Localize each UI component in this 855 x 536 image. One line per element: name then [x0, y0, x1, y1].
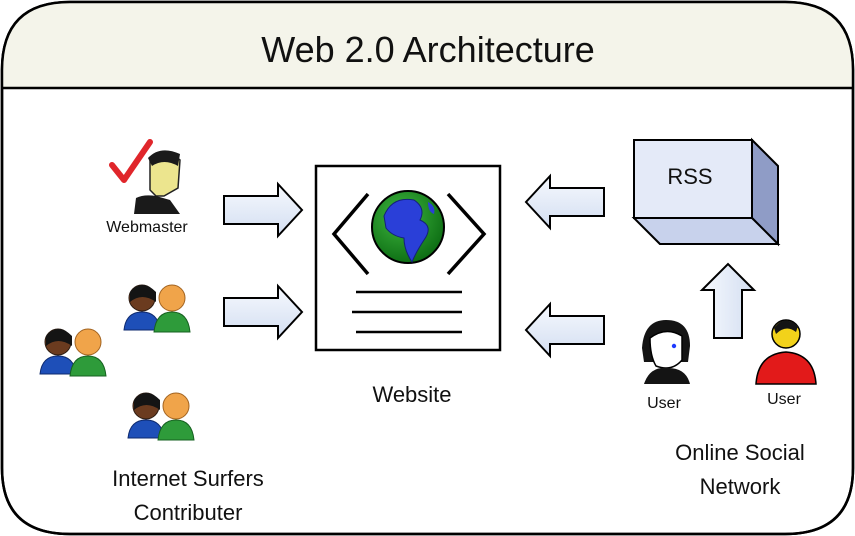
people-group-icon — [123, 284, 191, 333]
arrow-up-icon — [699, 262, 757, 339]
website-label: Website — [372, 382, 451, 407]
arrow-right-icon — [223, 283, 304, 341]
rss-box — [631, 137, 781, 247]
user-icon — [642, 320, 690, 384]
webmaster-icon — [109, 139, 181, 214]
people-group-icon — [39, 328, 107, 377]
webmaster-label: Webmaster — [106, 219, 188, 236]
website-document — [314, 164, 502, 352]
diagram-title: Web 2.0 Architecture — [261, 29, 595, 70]
user-icon — [755, 319, 817, 385]
user-2-label: User — [767, 391, 801, 408]
online-social-label: Online Social — [675, 440, 805, 465]
rss-label: RSS — [667, 164, 712, 189]
user-1-label: User — [647, 395, 681, 412]
internet-surfers-label: Internet Surfers — [112, 466, 264, 491]
arrow-left-icon — [524, 301, 605, 359]
people-group-icon — [127, 392, 195, 441]
network-label: Network — [700, 474, 782, 499]
globe-icon — [371, 190, 445, 264]
contributer-label: Contributer — [134, 500, 243, 525]
arrow-right-icon — [223, 181, 304, 239]
arrow-left-icon — [524, 173, 605, 231]
